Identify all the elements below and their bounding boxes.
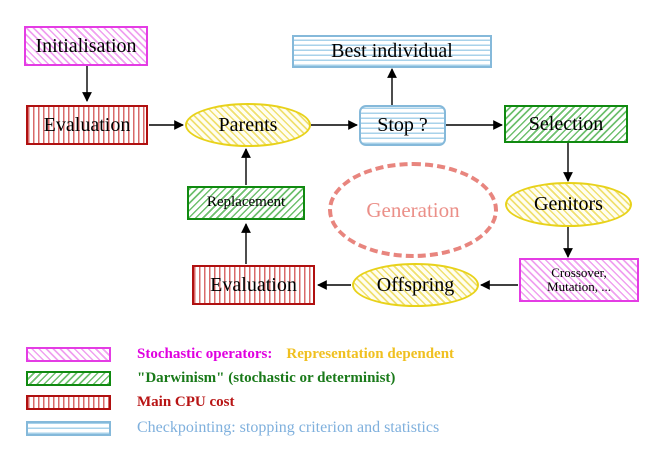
node-crossover-mutation[interactable]: Crossover, Mutation, ... [519,258,639,302]
node-evaluation-top[interactable]: Evaluation [26,105,148,145]
legend-swatch-main-cpu-cost [26,394,111,410]
node-genitors-label: Genitors [534,193,603,215]
node-stop-label: Stop ? [377,114,428,136]
node-evaluation-bottom-label: Evaluation [210,273,297,296]
legend-label-main-cpu-cost: Main CPU cost [137,393,235,410]
node-selection[interactable]: Selection [504,105,628,143]
node-evaluation-bottom[interactable]: Evaluation [192,265,315,305]
node-evaluation-top-label: Evaluation [43,113,131,136]
legend-swatch-darwinism [26,370,111,386]
node-generation-loop: Generation [328,162,498,258]
node-generation-loop-label: Generation [366,197,460,222]
node-replacement-label: Replacement [206,194,286,211]
node-best-individual[interactable]: Best individual [292,35,492,68]
legend-label-stochastic-operators: Stochastic operators: [137,345,273,362]
legend-row: "Darwinism" (stochastic or determinist) [26,370,395,386]
legend-row: Main CPU cost [26,394,235,410]
node-parents-label: Parents [218,113,278,136]
node-best-individual-label: Best individual [331,40,453,62]
node-parents[interactable]: Parents [185,103,311,147]
legend-label-checkpointing: Checkpointing: stopping criterion and st… [137,419,440,436]
legend-row: Stochastic operators: Representation dep… [26,346,454,362]
node-stop[interactable]: Stop ? [359,105,446,146]
legend-swatch-stochastic-operators [26,346,111,362]
node-selection-label: Selection [528,112,604,135]
node-genitors[interactable]: Genitors [505,182,632,227]
node-offspring[interactable]: Offspring [352,263,479,307]
node-offspring-label: Offspring [376,273,455,296]
legend-row: Checkpointing: stopping criterion and st… [26,419,440,436]
node-initialisation-label: Initialisation [35,34,137,57]
legend-swatch-checkpointing [26,420,111,436]
node-crossover-mutation-label-line1: Crossover, [551,265,607,281]
node-crossover-mutation-label-line2: Mutation, ... [547,279,611,294]
legend-label-representation-dependent: Representation dependent [286,345,455,362]
node-initialisation[interactable]: Initialisation [24,26,148,66]
node-replacement[interactable]: Replacement [187,186,305,220]
legend-label-darwinism: "Darwinism" (stochastic or determinist) [137,369,396,386]
